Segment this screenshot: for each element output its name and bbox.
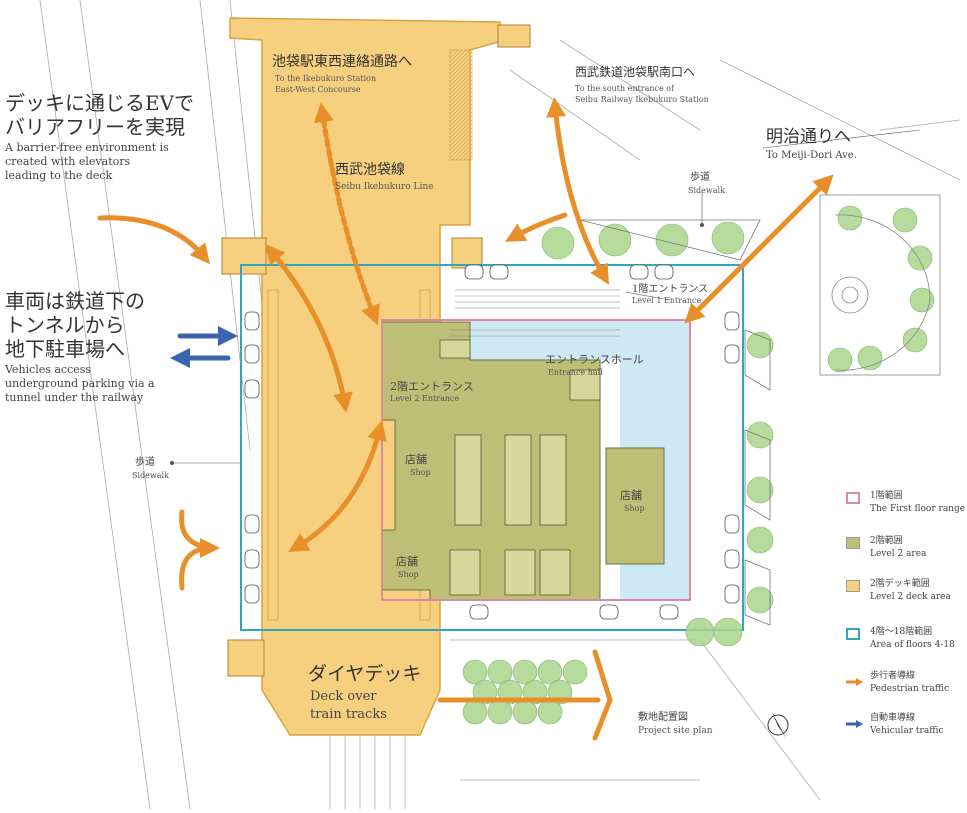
concourse-label-en1: To the Ikebukuro Station	[275, 74, 377, 83]
legend-swatch-fill-icon	[846, 537, 860, 549]
compass-icon	[767, 712, 789, 738]
entrance2-label-en: Level 2 Entrance	[390, 394, 460, 403]
sidewalk-left-en: Sidewalk	[132, 471, 169, 480]
legend-label-en: The First floor range	[870, 503, 966, 514]
vehicular-arrows	[170, 326, 238, 368]
entrance2-label-jp: 2階エントランス	[390, 380, 474, 393]
floors-4-18-range	[240, 264, 744, 631]
seibu-south-label-en1: To the south entrance of	[575, 84, 675, 93]
shop-b-label-en: Shop	[624, 504, 645, 513]
seibu-south-label-en2: Seibu Railway Ikebukuro Station	[575, 95, 709, 104]
vehicle-label-en2: underground parking via a	[5, 377, 155, 390]
seibu-south-label-jp: 西武鉄道池袋駅南口へ	[575, 65, 696, 79]
legend-swatch-box-icon	[846, 628, 860, 640]
shop-c-label-en: Shop	[398, 570, 419, 579]
vehicle-label-jp3: 地下駐車場へ	[5, 337, 125, 361]
legend-label-jp: 2階デッキ範囲	[870, 579, 930, 589]
legend-arrow-icon	[846, 672, 864, 686]
diamond-deck-label-en1: Deck over	[310, 689, 377, 704]
siteplan-label-jp: 敷地配置図	[638, 712, 688, 723]
pedestrian-arrows	[97, 97, 834, 741]
sidewalk-top-en: Sidewalk	[688, 186, 725, 195]
entrance1-label-jp: 1階エントランス	[632, 284, 709, 295]
stairs	[450, 289, 620, 337]
vehicle-label-en3: tunnel under the railway	[5, 391, 144, 404]
vehicle-label-en1: Vehicles access	[5, 363, 92, 376]
deck-ev-label-jp2: バリアフリーを実現	[5, 115, 185, 139]
siteplan-label-en: Project site plan	[638, 726, 713, 736]
legend-label-en: Vehicular traffic	[870, 725, 944, 736]
legend-swatch-fill-icon	[846, 580, 860, 592]
shop-a-label-jp: 店舗	[405, 453, 427, 466]
vehicle-label-jp1: 車両は鉄道下の	[5, 289, 145, 313]
legend-swatch-box-icon	[846, 492, 860, 504]
concourse-label-en2: East-West Concourse	[275, 85, 361, 94]
legend-label-en: Pedestrian traffic	[870, 683, 950, 694]
level2-area	[381, 321, 601, 601]
sidewalk-left-jp: 歩道	[135, 457, 155, 468]
meiji-label-en: To Meiji-Dori Ave.	[766, 150, 857, 161]
deck-ev-label-en1: A barrier-free environment is	[5, 141, 169, 154]
deck-ev-label-en3: leading to the deck	[5, 169, 113, 182]
level2-cores	[439, 339, 601, 596]
legend-label-jp: 4階～18階範囲	[870, 627, 933, 637]
diamond-deck-label-jp: ダイヤデッキ	[308, 663, 422, 685]
entrance1-label-en: Level 1 Entrance	[632, 296, 702, 305]
rail-tracks	[329, 735, 406, 809]
sidewalk-top-jp: 歩道	[690, 172, 710, 183]
legend-label-jp: 1階範囲	[870, 491, 903, 501]
deck-ev-label-jp1: デッキに通じるEVで	[5, 91, 195, 115]
diamond-deck-label-en2: train tracks	[310, 707, 387, 722]
legend-label-en: Level 2 area	[870, 548, 927, 559]
deck-ev-label-en2: created with elevators	[5, 155, 131, 168]
hall-label-en: Entrance hall	[548, 368, 603, 377]
legend-label-jp: 自動車導線	[870, 713, 916, 723]
legend-label-jp: 歩行者導線	[870, 671, 916, 681]
legend-label-en: Area of floors 4-18	[870, 639, 955, 650]
line-label-en: Seibu Ikebukuro Line	[335, 182, 434, 192]
meiji-label-jp: 明治通りへ	[766, 127, 851, 147]
line-label-jp: 西武池袋線	[335, 162, 405, 178]
shop-c-label-jp: 店舗	[396, 555, 418, 568]
shop-a-label-en: Shop	[410, 468, 431, 477]
leader-lines	[172, 129, 921, 464]
shop-b-label-jp: 店舗	[620, 489, 642, 502]
vehicle-label-jp2: トンネルから	[5, 313, 125, 337]
legend-label-jp: 2階範囲	[870, 536, 903, 546]
legend-label-en: Level 2 deck area	[870, 591, 951, 602]
concourse-label-jp: 池袋駅東西連絡通路へ	[272, 54, 412, 70]
legend-arrow-icon	[846, 714, 864, 728]
hall-label-jp: エントランスホール	[545, 353, 644, 366]
